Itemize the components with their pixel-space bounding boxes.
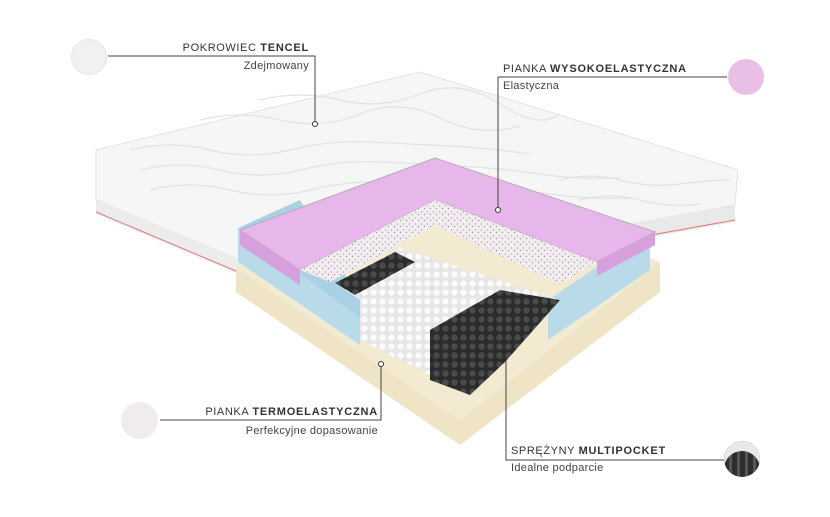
high-elastic-marker <box>495 207 501 213</box>
springs-swatch-icon <box>724 441 760 477</box>
cover-label-bold: TENCEL <box>260 42 309 54</box>
springs-label: SPRĘŻYNY MULTIPOCKET <box>511 445 666 457</box>
thermo-swatch-icon <box>121 402 158 439</box>
springs-label-bold: MULTIPOCKET <box>578 445 666 457</box>
mattress-cross-section <box>236 157 660 445</box>
cover-label-prefix: POKROWIEC <box>182 42 257 54</box>
high-elastic-label-bold: WYSOKOELASTYCZNA <box>550 63 687 75</box>
cover-marker <box>312 121 318 127</box>
high-elastic-swatch-icon <box>728 59 764 95</box>
cover-description: Zdejmowany <box>243 60 309 72</box>
cover-swatch-icon <box>71 39 107 75</box>
high-elastic-label: PIANKA WYSOKOELASTYCZNA <box>503 63 687 75</box>
springs-label-prefix: SPRĘŻYNY <box>511 445 575 457</box>
high-elastic-label-prefix: PIANKA <box>503 63 547 75</box>
leader-lines <box>108 55 727 461</box>
thermo-description: Perfekcyjne dopasowanie <box>245 425 378 437</box>
springs-description: Idealne podparcie <box>511 462 604 474</box>
thermo-label-bold: TERMOELASTYCZNA <box>252 406 378 418</box>
thermo-marker <box>378 361 384 367</box>
cover-label: POKROWIEC TENCEL <box>183 42 309 54</box>
high-elastic-description: Elastyczna <box>503 80 560 92</box>
thermo-label-prefix: PIANKA <box>205 406 249 418</box>
thermo-label: PIANKA TERMOELASTYCZNA <box>205 406 378 418</box>
